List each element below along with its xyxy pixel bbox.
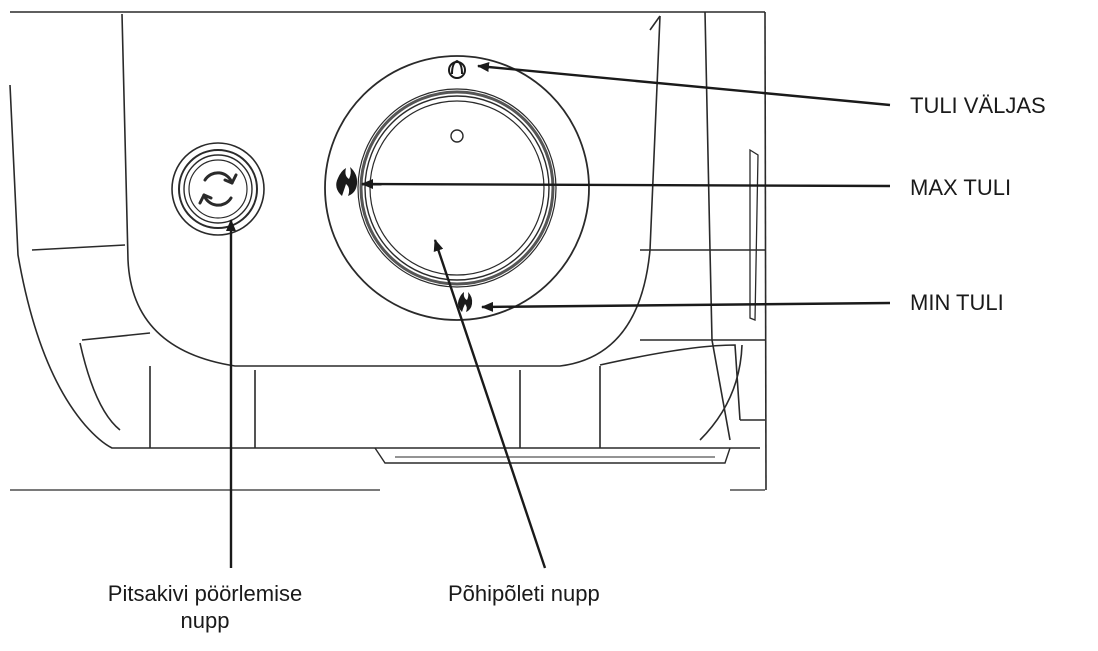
small-flame-icon: [458, 292, 473, 312]
arrow-main-knob: [433, 239, 547, 569]
large-flame-icon: [336, 167, 358, 196]
rotation-knob[interactable]: [171, 142, 265, 236]
appliance-body: [9, 11, 767, 491]
knob-indicator-dot: [450, 129, 464, 143]
label-main-burner-knob: Põhipõleti nupp: [448, 581, 600, 606]
label-flame-off: TULI VÄLJAS: [910, 93, 1046, 118]
arrow-max-flame: [361, 179, 891, 190]
rotate-arrows-icon: [198, 171, 238, 207]
arrow-flame-off: [477, 62, 891, 107]
label-min-flame: MIN TULI: [910, 290, 1004, 315]
main-burner-knob[interactable]: [324, 55, 590, 321]
arrow-min-flame: [481, 301, 891, 312]
flame-off-icon: [448, 59, 466, 79]
callout-arrows: [226, 62, 891, 569]
label-max-flame: MAX TULI: [910, 175, 1012, 200]
label-rotation-knob: Pitsakivi pöörlemise nupp: [0, 580, 410, 634]
label-rotation-knob-line1: Pitsakivi pöörlemise: [107, 581, 303, 606]
label-rotation-knob-line2: nupp: [180, 608, 230, 633]
